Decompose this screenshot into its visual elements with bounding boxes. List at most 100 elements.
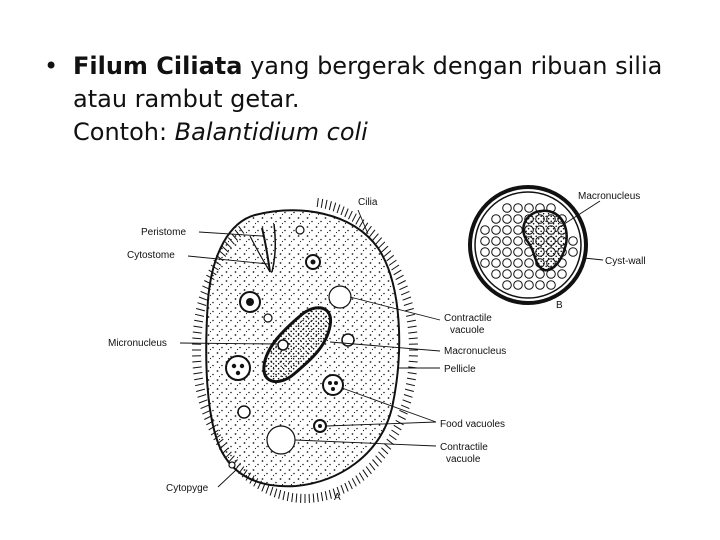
label-pellicle: Pellicle <box>444 364 476 375</box>
cyst-granule <box>492 270 501 279</box>
cilium <box>195 384 204 386</box>
cyst-granule <box>536 281 545 290</box>
cyst-granule <box>503 215 512 224</box>
cyst-granule <box>514 204 523 213</box>
label-contractile-vacuole-2b: vacuole <box>446 454 481 465</box>
cilium <box>287 492 288 501</box>
cilium <box>199 297 207 300</box>
cilium <box>369 463 375 470</box>
cilium <box>407 320 416 322</box>
cilium <box>194 378 203 380</box>
cyst-granule <box>514 226 523 235</box>
cilium <box>333 203 336 212</box>
cyst-granule <box>503 204 512 213</box>
contractile-vacuole-lower <box>267 426 295 454</box>
cyst-granule <box>514 237 523 246</box>
cilium <box>405 389 414 391</box>
cilium <box>381 448 388 454</box>
label-food-vacuoles: Food vacuoles <box>440 419 505 430</box>
food-vacuole-dot <box>311 260 316 265</box>
cyst-granule <box>536 270 545 279</box>
cilium <box>394 425 402 430</box>
cilium <box>403 297 411 300</box>
cilium <box>392 265 400 270</box>
food-vacuole-dot <box>331 387 335 391</box>
cilium <box>409 338 418 339</box>
cilium <box>379 452 385 458</box>
cilium <box>196 389 205 391</box>
cyst-granule <box>492 226 501 235</box>
cilium <box>394 270 402 275</box>
cyst-granule <box>492 248 501 257</box>
label-peristome: Peristome <box>141 227 186 238</box>
food-vacuole-dot <box>236 371 240 375</box>
cilium <box>404 303 413 306</box>
cilium <box>363 470 368 478</box>
cilium <box>296 494 297 503</box>
label-cyst-macronucleus: Macronucleus <box>578 191 640 202</box>
cilium <box>406 314 415 316</box>
cilium <box>359 473 364 481</box>
label-cilia: Cilia <box>358 197 378 208</box>
cyst-granule <box>492 259 501 268</box>
cilium <box>399 286 407 290</box>
cilium <box>404 395 413 398</box>
cilium <box>408 332 417 333</box>
cilium <box>345 483 348 491</box>
cyst-granule <box>514 248 523 257</box>
label-contractile-vacuole-1: Contractile <box>444 313 492 324</box>
cilium <box>405 309 414 311</box>
cilium <box>341 485 344 493</box>
cilium <box>398 281 406 285</box>
food-vacuole-dot <box>318 424 322 428</box>
cilium <box>270 487 273 496</box>
cyst-granule <box>492 237 501 246</box>
label-macronucleus: Macronucleus <box>444 346 506 357</box>
cilium <box>389 435 396 440</box>
label-cytopyge: Cytopyge <box>166 483 209 494</box>
cilium <box>409 361 418 362</box>
food-vacuole-dot <box>328 381 332 385</box>
cilium <box>401 405 409 409</box>
cytopyge-pore <box>229 462 235 468</box>
cilium <box>196 309 205 311</box>
cilium <box>408 373 417 374</box>
micronucleus <box>278 340 288 350</box>
cilium <box>389 260 396 265</box>
cilium <box>373 234 379 241</box>
cilium <box>352 478 356 486</box>
leader-cyst-wall <box>584 258 603 260</box>
cilium <box>384 251 391 257</box>
label-contractile-vacuole-2: Contractile <box>440 442 488 453</box>
cyst-granule <box>481 226 490 235</box>
label-panel-a: A <box>334 492 341 503</box>
cilium <box>381 246 388 252</box>
label-cyst-wall: Cyst-wall <box>605 256 646 267</box>
cyst-granule <box>514 215 523 224</box>
cilium <box>325 200 327 209</box>
cilium <box>329 490 331 499</box>
cilium <box>356 217 360 225</box>
cilium <box>198 395 207 398</box>
cilium <box>356 476 360 484</box>
cilium <box>194 320 203 322</box>
cilium <box>279 490 281 499</box>
cilium <box>195 314 204 316</box>
cyst-granule <box>481 259 490 268</box>
cilium <box>321 492 322 501</box>
cilium <box>392 430 400 435</box>
cilium <box>352 214 356 222</box>
cyst-granule <box>481 237 490 246</box>
cilium <box>408 326 417 327</box>
cyst-granule <box>569 248 578 257</box>
cyst-drawing <box>470 187 586 303</box>
cilium <box>192 338 201 339</box>
food-vacuole-dot <box>240 364 244 368</box>
cilium <box>349 211 353 219</box>
cilium <box>373 460 379 467</box>
contractile-vacuole-upper <box>329 286 351 308</box>
cilium <box>366 467 371 474</box>
cilium <box>403 400 411 403</box>
cyst-granule <box>514 270 523 279</box>
